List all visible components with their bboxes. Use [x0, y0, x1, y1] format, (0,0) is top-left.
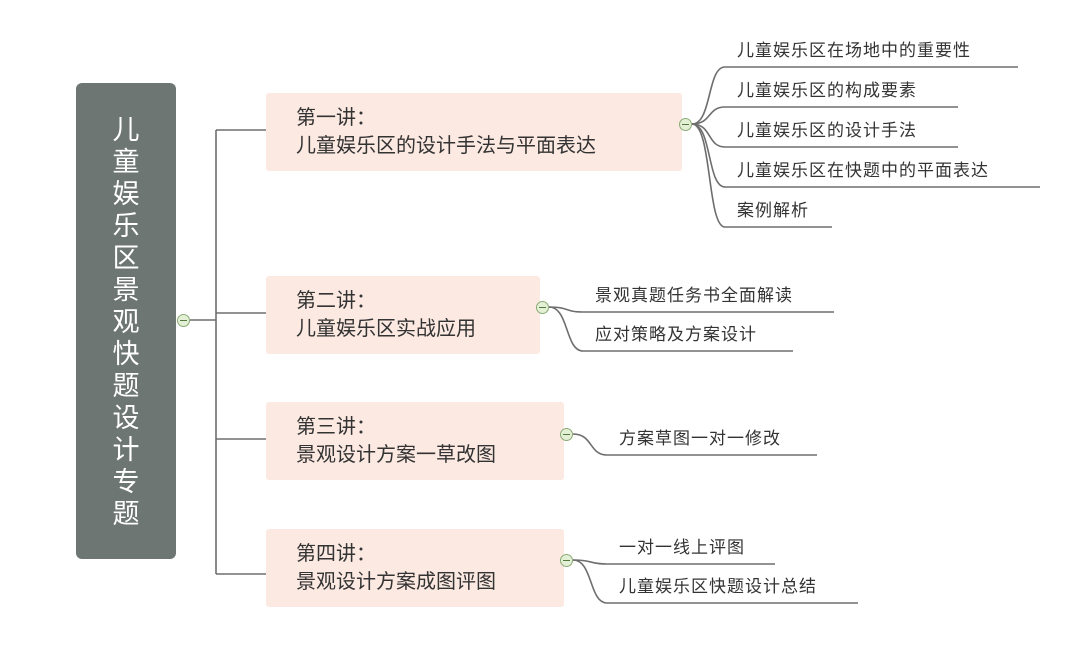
root-title-char: 题 [112, 371, 140, 402]
root-title-char: 观 [112, 307, 140, 338]
root-title-char: 计 [112, 435, 140, 466]
lecture-2-title: 儿童娱乐区实战应用 [296, 316, 476, 340]
lecture-1-topic-2-connector [691, 106, 958, 125]
lecture-4-topic-1[interactable]: 一对一线上评图 [619, 538, 745, 558]
lecture-1-number: 第一讲： [296, 105, 376, 129]
root-title-char: 区 [112, 243, 140, 274]
lecture-1-topic-3-connector [691, 123, 958, 148]
lecture-4-topic-1-connector [572, 559, 775, 565]
lecture-2-topic-1[interactable]: 景观真题任务书全面解读 [595, 286, 793, 306]
lecture-4-node[interactable]: 第四讲： 景观设计方案成图评图 [266, 529, 564, 607]
root-collapse-icon[interactable] [177, 314, 190, 327]
lecture-2-node[interactable]: 第二讲： 儿童娱乐区实战应用 [266, 276, 540, 354]
lecture-3-topic-1[interactable]: 方案草图一对一修改 [619, 429, 781, 449]
root-title-char: 乐 [112, 211, 140, 242]
lecture-2-topic-1-connector [548, 306, 834, 313]
lecture-1-topic-5-connector [691, 123, 832, 228]
root-title-char: 娱 [112, 179, 140, 210]
lecture-1-collapse-icon[interactable] [679, 118, 692, 131]
lecture-2-number: 第二讲： [296, 288, 376, 312]
lecture-4-topic-2[interactable]: 儿童娱乐区快题设计总结 [619, 577, 817, 597]
root-title-char: 童 [112, 147, 140, 178]
lecture-4-collapse-icon[interactable] [560, 554, 573, 567]
lecture-4-number: 第四讲： [296, 541, 376, 565]
root-title-char: 题 [112, 499, 140, 530]
lecture-3-topic-1-connector [572, 433, 817, 456]
lecture-1-node[interactable]: 第一讲： 儿童娱乐区的设计手法与平面表达 [266, 93, 682, 171]
lecture-1-topic-1-connector [691, 66, 1018, 125]
lecture-1-topic-5[interactable]: 案例解析 [737, 201, 809, 221]
lecture-3-number: 第三讲： [296, 414, 376, 438]
root-title-char: 儿 [112, 115, 140, 146]
lecture-1-topic-2[interactable]: 儿童娱乐区的构成要素 [737, 81, 917, 101]
lecture-3-title: 景观设计方案一草改图 [296, 442, 496, 466]
root-title-char: 专 [112, 467, 140, 498]
lecture-4-topic-2-connector [572, 559, 858, 604]
root-topic[interactable]: 儿童娱乐区景观快题设计专题 [76, 83, 176, 559]
lecture-2-topic-2[interactable]: 应对策略及方案设计 [595, 325, 757, 345]
lecture-3-node[interactable]: 第三讲： 景观设计方案一草改图 [266, 402, 564, 480]
lecture-1-topic-4[interactable]: 儿童娱乐区在快题中的平面表达 [737, 161, 989, 181]
lecture-3-collapse-icon[interactable] [560, 428, 573, 441]
root-title-char: 快 [112, 339, 140, 370]
lecture-2-collapse-icon[interactable] [536, 301, 549, 314]
lecture-1-topic-3[interactable]: 儿童娱乐区的设计手法 [737, 121, 917, 141]
lecture-1-topic-1[interactable]: 儿童娱乐区在场地中的重要性 [737, 41, 971, 61]
lecture-1-title: 儿童娱乐区的设计手法与平面表达 [296, 133, 596, 157]
lecture-4-title: 景观设计方案成图评图 [296, 569, 496, 593]
root-title-char: 景 [112, 275, 140, 306]
lecture-2-topic-2-connector [548, 306, 793, 352]
root-title-char: 设 [112, 403, 140, 434]
